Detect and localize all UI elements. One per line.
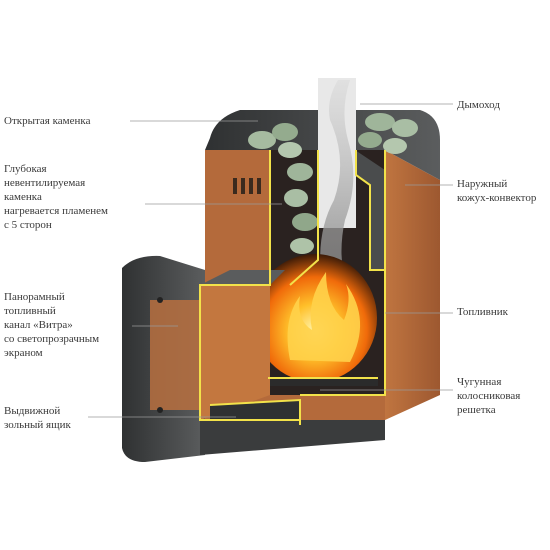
flame-tongue (287, 272, 361, 362)
smoke (320, 80, 354, 300)
label-ash-drawer: Выдвижной зольный ящик (4, 405, 71, 431)
label-deep-heater: Глубокая невентилируемая каменка нагрева… (4, 163, 108, 231)
channel-top (200, 270, 285, 285)
label-firebox: Топливник (457, 306, 508, 318)
door-knob (157, 407, 163, 413)
door-knob (157, 297, 163, 303)
stove-base (200, 420, 385, 455)
cutaway-outline (199, 150, 386, 425)
label-outer-casing: Наружный кожух-конвектор (457, 178, 537, 204)
panoramic-channel (200, 285, 270, 420)
label-open-heater: Открытая каменка (4, 115, 91, 127)
heater-stones (248, 113, 418, 254)
label-grate: Чугунная колосниковая решетка (457, 376, 521, 416)
outer-casing (385, 150, 440, 420)
cast-iron-grate (268, 378, 378, 386)
leader-lines (88, 103, 453, 418)
door-glass (150, 300, 200, 410)
label-panoramic-channel: Панорамный топливный канал «Витра» со св… (4, 291, 100, 359)
vent-slots (233, 178, 261, 194)
label-chimney: Дымоход (457, 99, 500, 111)
